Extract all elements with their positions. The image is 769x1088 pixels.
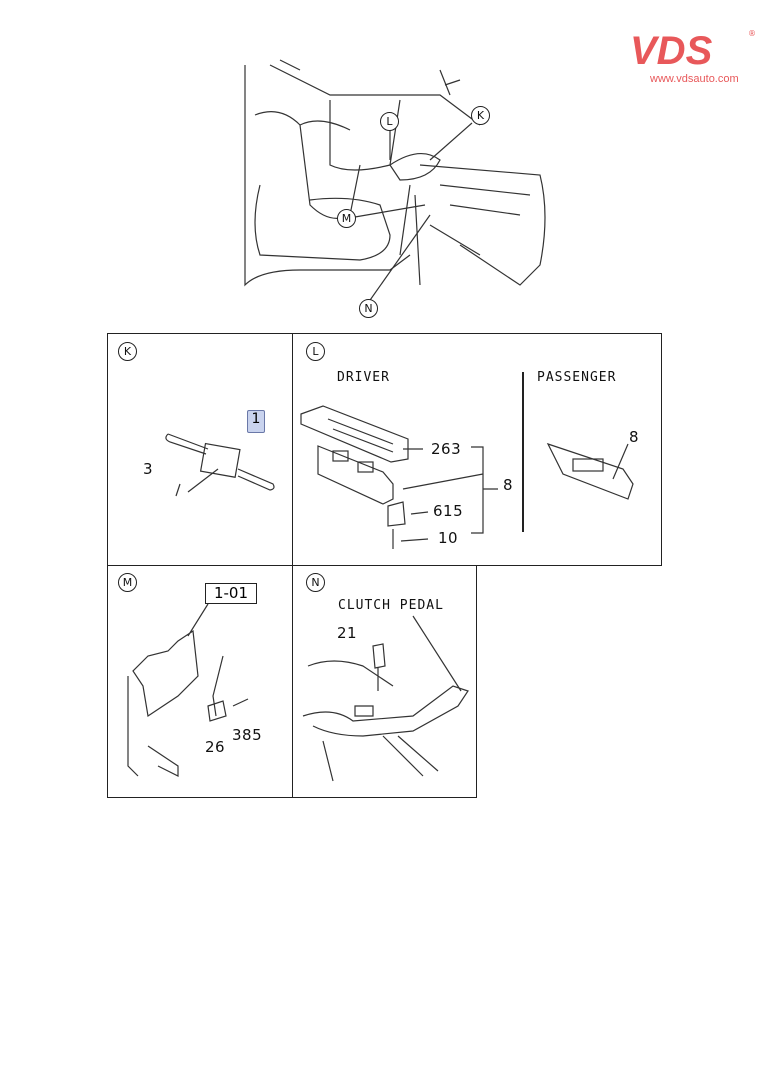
- clutch-pedal-drawing: [302, 615, 469, 782]
- callout-l: L: [380, 112, 399, 131]
- panel-m: M 1-01 26 385: [107, 565, 293, 798]
- passenger-caption: PASSENGER: [537, 370, 617, 385]
- callout-n: N: [359, 299, 378, 318]
- part-263-label: 263: [431, 440, 462, 458]
- driver-caption: DRIVER: [337, 370, 390, 385]
- panel-k: K 1 3: [107, 333, 293, 566]
- panel-k-label: K: [118, 342, 137, 361]
- part-615-label: 615: [433, 502, 464, 520]
- panel-l-label: L: [306, 342, 325, 361]
- divider: [522, 372, 524, 532]
- panel-m-label: M: [118, 573, 137, 592]
- part-26-label: 26: [205, 738, 226, 756]
- part-10-label: 10: [438, 529, 459, 547]
- svg-text:VDS: VDS: [630, 29, 713, 73]
- part-1-callout[interactable]: 1: [247, 410, 265, 433]
- bracket-drawing: [127, 603, 249, 777]
- svg-text:®: ®: [748, 29, 756, 38]
- panel-n: N CLUTCH PEDAL 21: [292, 565, 477, 798]
- callout-k: K: [471, 106, 490, 125]
- vds-logo: VDS ®: [630, 29, 756, 73]
- panel-l: L DRIVER PASSENGER 263 8 615 10 8: [292, 333, 662, 566]
- part-3-label: 3: [143, 460, 154, 478]
- cab-interior-illustration: [244, 59, 546, 304]
- clutch-pedal-caption: CLUTCH PEDAL: [338, 598, 444, 613]
- passenger-part-8-label: 8: [629, 428, 640, 446]
- part-21-label: 21: [337, 624, 358, 642]
- part-8-label: 8: [503, 476, 514, 494]
- logo-url: www.vdsauto.com: [650, 73, 739, 85]
- part-385-label: 385: [232, 726, 263, 744]
- combination-switch-drawing: [165, 433, 275, 497]
- callout-m: M: [337, 209, 356, 228]
- driver-switch-drawing: [300, 405, 634, 549]
- ref-1-01-box[interactable]: 1-01: [205, 583, 257, 604]
- panel-n-label: N: [306, 573, 325, 592]
